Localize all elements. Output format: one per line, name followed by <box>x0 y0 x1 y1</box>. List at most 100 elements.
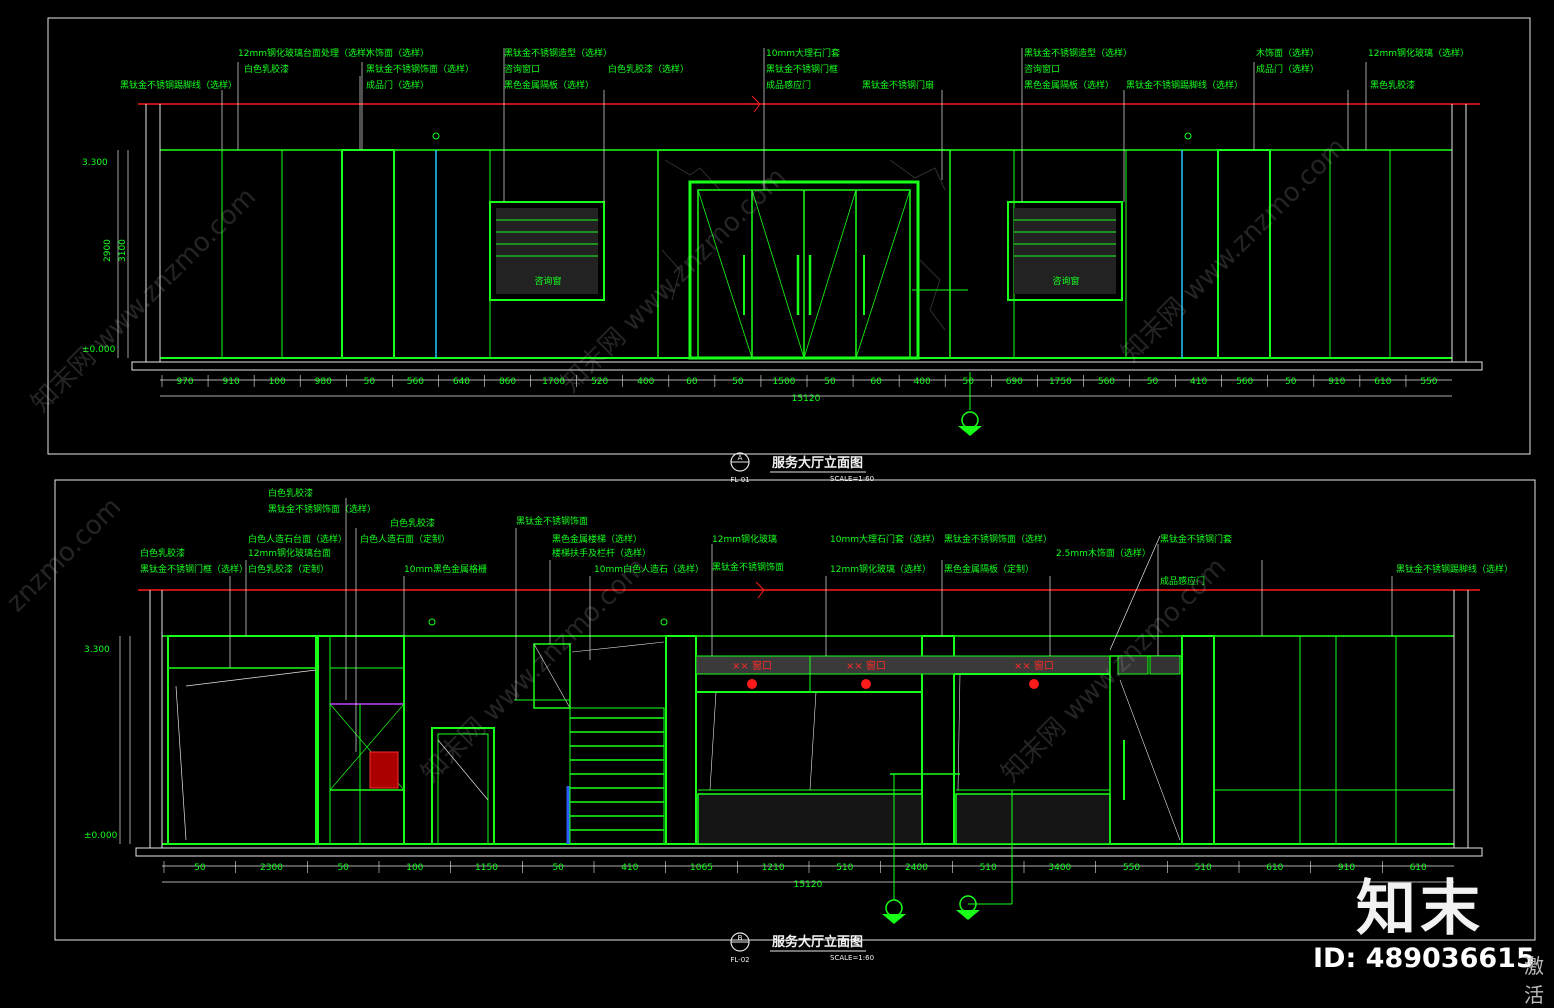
svg-text:黑钛金不锈钢造型（选样）: 黑钛金不锈钢造型（选样） <box>504 47 612 59</box>
dimension-value: 510 <box>1195 863 1212 873</box>
svg-text:SCALE=1:60: SCALE=1:60 <box>830 954 874 962</box>
svg-text:黑钛金不锈钢饰面: 黑钛金不锈钢饰面 <box>712 561 784 573</box>
section-markers-b <box>882 774 1013 924</box>
brand-logo: 知末 <box>1356 874 1484 944</box>
section-marker-a <box>958 372 982 436</box>
dimension-value: 400 <box>637 377 654 387</box>
svg-text:服务大厅立面图: 服务大厅立面图 <box>772 934 863 950</box>
svg-text:黑钛金不锈钢门框: 黑钛金不锈钢门框 <box>766 63 838 75</box>
svg-text:黑钛金不锈钢踢脚线（选样）: 黑钛金不锈钢踢脚线（选样） <box>1126 79 1243 91</box>
dimension-value: 50 <box>732 377 744 387</box>
svg-text:黑色金属隔板（选样）: 黑色金属隔板（选样） <box>504 79 594 91</box>
dimension-value: 50 <box>194 863 206 873</box>
svg-text:木饰面（选样）: 木饰面（选样） <box>1256 47 1319 59</box>
entrance-doors <box>688 180 920 360</box>
svg-text:服务大厅立面图: 服务大厅立面图 <box>772 455 863 471</box>
dimension-value: 50 <box>1147 377 1159 387</box>
consult-window-right: 咨询窗 <box>1007 201 1123 301</box>
svg-text:成品门（选样）: 成品门（选样） <box>1256 63 1319 75</box>
dimension-value: 610 <box>1266 863 1283 873</box>
svg-text:12mm钢化玻璃（选样）: 12mm钢化玻璃（选样） <box>830 563 931 575</box>
svg-text:白色人造石台面（选样）: 白色人造石台面（选样） <box>248 533 347 545</box>
dimension-value: 60 <box>870 377 882 387</box>
total-dim-a: 15120 <box>792 394 821 404</box>
levels-b: 3.300 ±0.000 <box>84 636 131 844</box>
svg-text:黑钛金不锈钢踢脚线（选样）: 黑钛金不锈钢踢脚线（选样） <box>1396 563 1513 575</box>
svg-text:2.5mm木饰面（选样）: 2.5mm木饰面（选样） <box>1056 547 1151 559</box>
svg-text:白色乳胶漆: 白色乳胶漆 <box>268 487 313 499</box>
dimension-value: 410 <box>1190 377 1207 387</box>
dimension-value: 970 <box>176 377 193 387</box>
dimension-value: 550 <box>1420 377 1437 387</box>
dimension-value: 510 <box>980 863 997 873</box>
svg-text:成品感应门: 成品感应门 <box>1160 575 1205 587</box>
dimension-value: 2400 <box>905 863 928 873</box>
svg-text:12mm钢化玻璃台面处理（选样）: 12mm钢化玻璃台面处理（选样） <box>238 47 375 59</box>
svg-text:3.300: 3.300 <box>84 645 110 655</box>
svg-text:黑钛金不锈钢门扇: 黑钛金不锈钢门扇 <box>862 79 934 91</box>
svg-text:黑钛金不锈钢造型（选样）: 黑钛金不锈钢造型（选样） <box>1024 47 1132 59</box>
svg-text:白色乳胶漆: 白色乳胶漆 <box>140 547 185 559</box>
svg-text:±0.000: ±0.000 <box>84 831 118 841</box>
dimension-value: 560 <box>407 377 424 387</box>
drawing-b-frame <box>54 479 1536 941</box>
dimension-value: 50 <box>1285 377 1297 387</box>
svg-text:10mm大理石门套: 10mm大理石门套 <box>766 47 840 59</box>
labels-a-mid: 黑钛金不锈钢造型（选样） 咨询窗口 黑色金属隔板（选样） 白色乳胶漆（选样） 1… <box>504 47 934 91</box>
svg-text:成品感应门: 成品感应门 <box>766 79 811 91</box>
window-sign: ×× 窗口 <box>1014 659 1054 672</box>
dimension-value: 410 <box>621 863 638 873</box>
drawing-a: 咨询窗 咨询窗 <box>47 17 1531 484</box>
svg-text:3100: 3100 <box>118 239 128 262</box>
drawing-a-frame <box>47 17 1531 455</box>
window-label: 咨询窗 <box>534 275 561 287</box>
svg-text:黑色金属楼梯（选样）: 黑色金属楼梯（选样） <box>552 533 642 545</box>
dimension-value: 100 <box>269 377 286 387</box>
stone-column-right <box>1217 149 1271 359</box>
svg-text:木饰面（选样）: 木饰面（选样） <box>366 47 429 59</box>
svg-text:10mm黑色金属格栅: 10mm黑色金属格栅 <box>404 563 487 575</box>
svg-text:A: A <box>738 454 743 462</box>
dimension-value: 610 <box>1374 377 1391 387</box>
dimension-value: 50 <box>337 863 349 873</box>
shelf-cabinet <box>317 635 405 845</box>
drawing-b: ×× 窗口 ×× 窗口 ×× 窗口 <box>54 479 1536 964</box>
svg-text:10mm白色人造石（选样）: 10mm白色人造石（选样） <box>594 563 704 575</box>
svg-text:FL-02: FL-02 <box>730 956 749 964</box>
svg-text:黑钛金不锈钢饰面（选样）: 黑钛金不锈钢饰面（选样） <box>268 503 376 515</box>
labels-b-right: 10mm大理石门套（选样） 12mm钢化玻璃（选样） 黑钛金不锈钢饰面（选样） … <box>830 533 1513 587</box>
svg-text:黑钛金不锈钢饰面: 黑钛金不锈钢饰面 <box>516 515 588 527</box>
svg-text:黑钛金不锈钢饰面（选样）: 黑钛金不锈钢饰面（选样） <box>366 63 474 75</box>
svg-text:黑钛金不锈钢门框（选样）: 黑钛金不锈钢门框（选样） <box>140 563 248 575</box>
service-counters: ×× 窗口 ×× 窗口 ×× 窗口 <box>695 655 1111 845</box>
svg-text:成品门（选样）: 成品门（选样） <box>366 79 429 91</box>
title-b: B FL-02 服务大厅立面图 SCALE=1:60 <box>730 932 874 964</box>
svg-text:12mm钢化玻璃: 12mm钢化玻璃 <box>712 533 777 545</box>
svg-text:B: B <box>738 934 743 942</box>
svg-text:白色乳胶漆（选样）: 白色乳胶漆（选样） <box>608 63 689 75</box>
levels-a: 3.300 ±0.000 2900 3100 <box>82 150 129 358</box>
dimension-value: 520 <box>591 377 608 387</box>
dimension-value: 980 <box>315 377 332 387</box>
dimension-value: 50 <box>364 377 376 387</box>
dimension-value: 400 <box>914 377 931 387</box>
stair <box>514 641 665 845</box>
labels-b-left: 白色乳胶漆 黑钛金不锈钢门框（选样） 白色乳胶漆 黑钛金不锈钢饰面（选样） 白色… <box>140 487 450 575</box>
dimension-value: 910 <box>1338 863 1355 873</box>
dimension-value: 1150 <box>475 863 498 873</box>
dimension-value: 1750 <box>1049 377 1072 387</box>
labels-b-mid: 白色乳胶漆 10mm黑色金属格栅 黑钛金不锈钢饰面 黑色金属楼梯（选样） 楼梯扶… <box>390 515 784 575</box>
dimension-value: 1210 <box>762 863 785 873</box>
dimension-value: 50 <box>963 377 975 387</box>
window-sign: ×× 窗口 <box>846 659 886 672</box>
corner-text: 激活 <box>1524 954 1544 1007</box>
svg-text:白色乳胶漆: 白色乳胶漆 <box>244 63 289 75</box>
dimension-value: 640 <box>453 377 470 387</box>
svg-text:楼梯扶手及栏杆（选样）: 楼梯扶手及栏杆（选样） <box>552 547 651 559</box>
svg-text:12mm钢化玻璃台面: 12mm钢化玻璃台面 <box>248 547 331 559</box>
dimension-value: 50 <box>552 863 564 873</box>
dimension-value: 610 <box>1410 863 1427 873</box>
